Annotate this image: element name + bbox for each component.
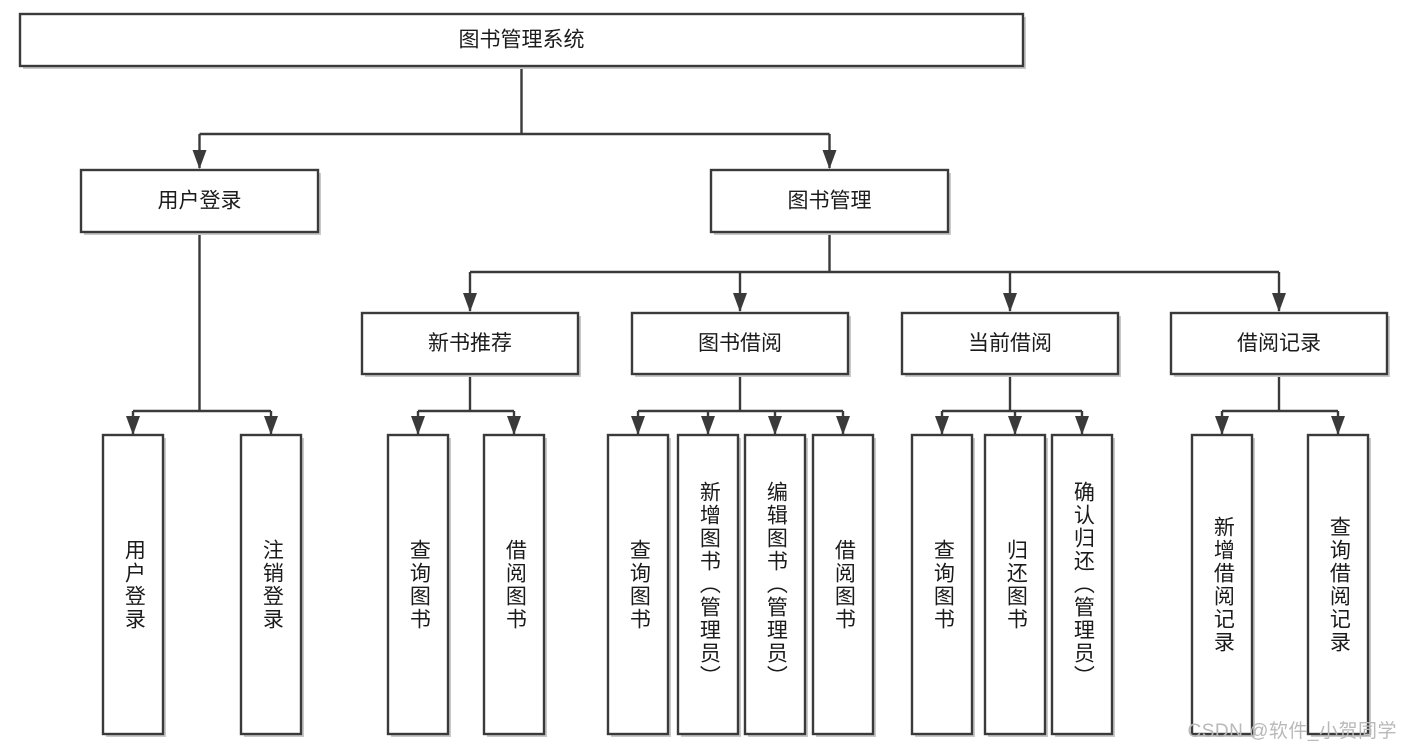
node-leaf-11[interactable] (1190, 433, 1254, 736)
arrow-head-icon (822, 150, 837, 169)
arrow-head-icon (1215, 416, 1229, 435)
node-leaf-1[interactable] (239, 433, 303, 736)
node-leaf-9[interactable] (983, 433, 1047, 736)
csdn-watermark: CSDN @软件_小贺同学 (1187, 721, 1397, 742)
arrow-head-icon (733, 293, 747, 312)
node-level3-借阅记录[interactable] (1169, 311, 1389, 376)
arrow-head-icon (507, 416, 521, 435)
node-root-图书管理系统[interactable] (18, 12, 1025, 68)
node-level3-当前借阅[interactable] (900, 311, 1120, 376)
arrow-head-icon (463, 293, 477, 312)
node-leaf-4[interactable] (606, 433, 670, 736)
arrow-head-icon (1008, 416, 1022, 435)
node-label: 借阅记录 (1237, 332, 1321, 355)
node-leaf-10[interactable] (1050, 433, 1114, 736)
node-leaf-2[interactable] (386, 433, 450, 736)
arrow-head-icon (1272, 293, 1286, 312)
node-label: 当前借阅 (968, 332, 1052, 355)
node-label: 用户登录 (158, 190, 242, 213)
arrow-head-icon (264, 416, 278, 435)
node-leaf-6[interactable] (743, 433, 807, 736)
connector-layer (126, 66, 1345, 435)
arrow-head-icon (768, 416, 782, 435)
arrow-head-icon (631, 416, 645, 435)
arrow-head-icon (1003, 293, 1017, 312)
arrow-head-icon (701, 416, 715, 435)
node-label: 图书管理 (788, 190, 872, 213)
node-level2-用户登录[interactable] (79, 168, 320, 234)
arrow-head-icon (836, 416, 850, 435)
node-label: 新书推荐 (428, 332, 512, 355)
node-leaf-5[interactable] (676, 433, 740, 736)
arrow-head-icon (192, 150, 207, 169)
arrow-head-icon (1331, 416, 1345, 435)
arrow-head-icon (411, 416, 425, 435)
arrow-head-icon (126, 416, 140, 435)
node-level3-图书借阅[interactable] (630, 311, 850, 376)
arrow-head-icon (1075, 416, 1089, 435)
node-level2-图书管理[interactable] (709, 168, 950, 234)
node-label: 图书管理系统 (459, 29, 585, 52)
node-leaf-8[interactable] (910, 433, 974, 736)
node-leaf-7[interactable] (811, 433, 875, 736)
node-leaf-12[interactable] (1306, 433, 1370, 736)
node-level3-新书推荐[interactable] (360, 311, 580, 376)
node-leaf-0[interactable] (101, 433, 165, 736)
arrow-head-icon (935, 416, 949, 435)
node-leaf-3[interactable] (482, 433, 546, 736)
node-box-layer (18, 12, 1390, 737)
node-label: 图书借阅 (698, 332, 782, 355)
